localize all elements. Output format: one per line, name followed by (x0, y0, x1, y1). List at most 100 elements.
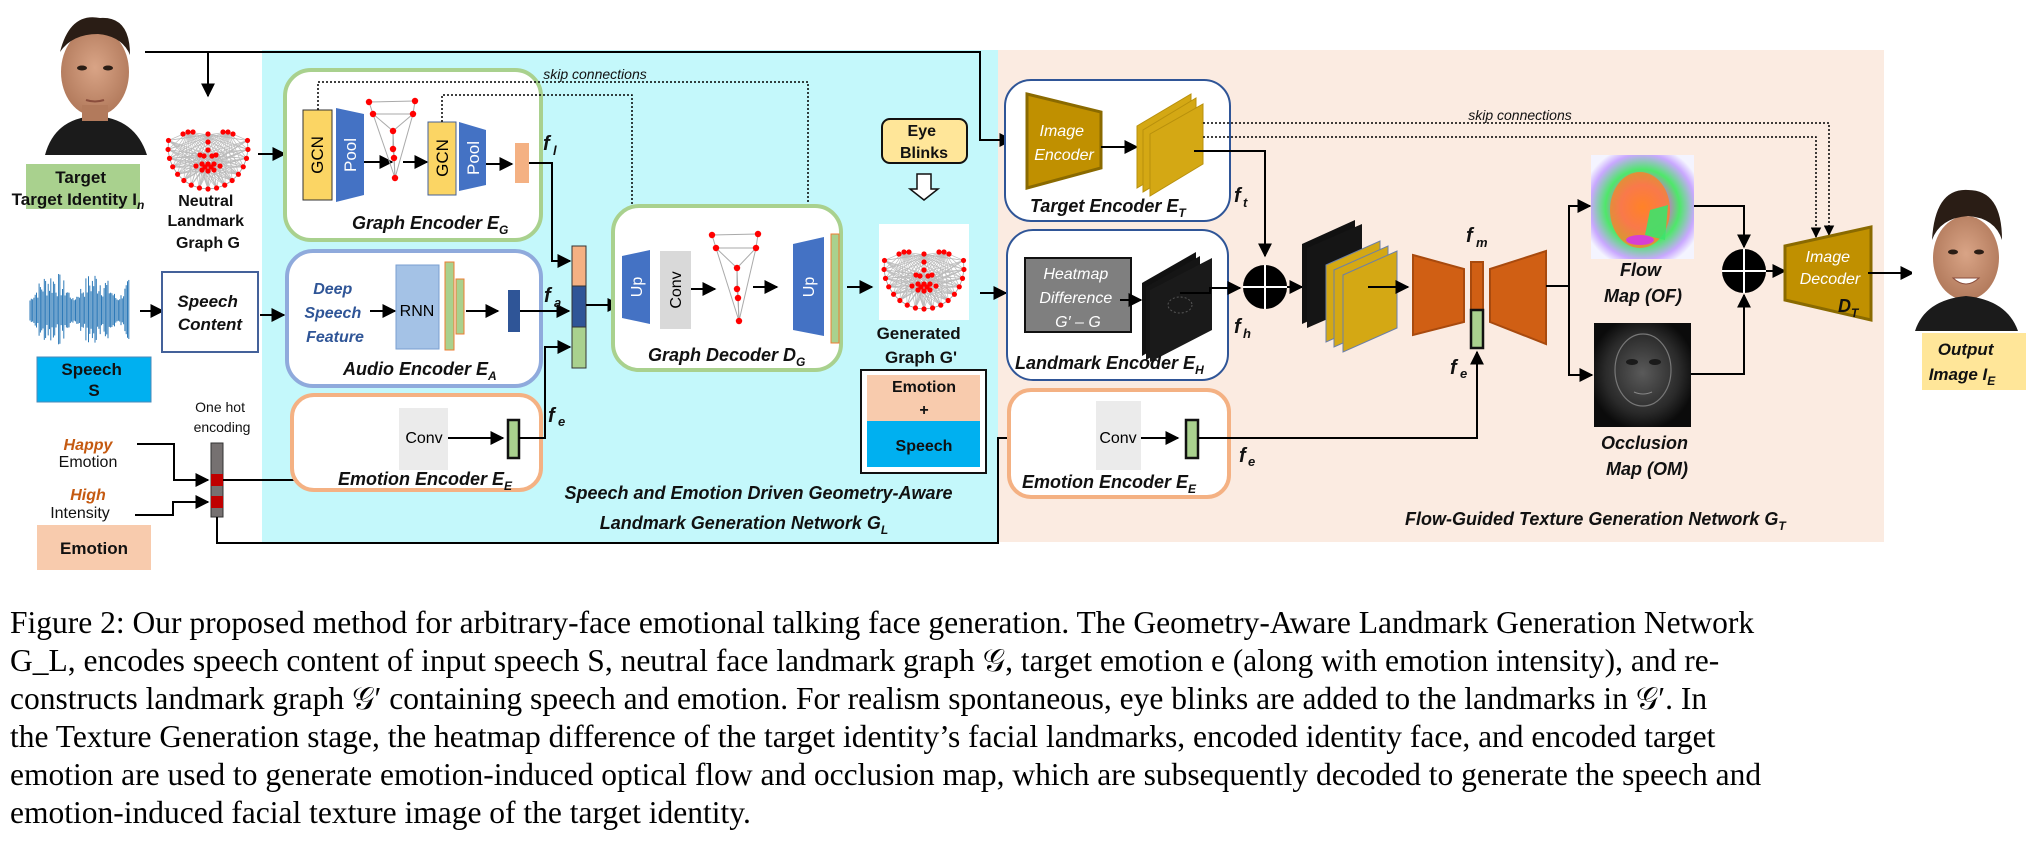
svg-text:f: f (1466, 225, 1475, 247)
svg-text:f: f (543, 133, 552, 155)
figure-caption: Figure 2: Our proposed method for arbitr… (10, 604, 2026, 832)
svg-text:DT: DT (1838, 296, 1860, 320)
svg-text:Conv: Conv (668, 271, 685, 308)
skip-connections-label-2: skip connections (1468, 107, 1572, 123)
decoder-output-layer (830, 233, 840, 344)
speech-waveform (29, 273, 130, 345)
svg-text:+: + (919, 402, 928, 419)
legend-emotion-swatch (867, 375, 980, 421)
caption-line: constructs landmark graph 𝒢′ containing … (10, 681, 1708, 716)
skip-connection-2 (441, 94, 638, 256)
conv-block-decoder (660, 251, 691, 329)
occlusion-map-image (1594, 323, 1691, 427)
output-label: Output Image IE (1929, 340, 1999, 388)
target-feature-maps (1136, 93, 1204, 197)
graph-encoder-title: Graph Encoder EG (352, 213, 508, 237)
deep-speech-feature: Deep Speech Feature (304, 281, 365, 346)
fl-feature (515, 143, 529, 183)
output-label-bg (1922, 333, 2026, 390)
one-hot-active-1 (211, 474, 223, 486)
caption-line: Figure 2: Our proposed method for arbitr… (10, 605, 1755, 640)
emotion-encoder-title-texture: Emotion Encoder EE (1022, 472, 1197, 496)
svg-text:e: e (1460, 366, 1467, 381)
combined-feature-maps (1302, 220, 1398, 353)
pool-block-2 (459, 122, 486, 191)
svg-text:a: a (554, 295, 561, 310)
speech-label: Speech S (61, 360, 126, 400)
caption-line: the Texture Generation stage, the heatma… (10, 719, 1716, 754)
happy-arrow (137, 443, 210, 487)
svg-text:f: f (544, 285, 553, 307)
eye-blinks-arrow (907, 173, 941, 201)
image-encoder-block (1025, 92, 1103, 190)
concat-node-2 (1722, 249, 1766, 293)
up-block-2 (793, 237, 824, 336)
flow-encoder-block (1412, 253, 1465, 337)
svg-text:Up: Up (801, 277, 818, 298)
svg-text:RNN: RNN (400, 303, 435, 320)
emotion-word: Emotion (59, 454, 118, 471)
svg-text:GCN: GCN (308, 136, 327, 174)
target-encoder-title: Target Encoder ET (1030, 196, 1187, 220)
emotion-encoder-title-landmark: Emotion Encoder EE (338, 469, 513, 493)
fe-feature-texture-encoder (1184, 418, 1200, 460)
skip-connection-4 (1203, 136, 1822, 239)
texture-network-title: Flow-Guided Texture Generation Network G… (1405, 509, 1787, 533)
svg-text:Emotion: Emotion (892, 379, 956, 396)
audio-encoder-title: Audio Encoder EA (342, 359, 497, 383)
speech-content-label: Speech Content (177, 292, 243, 334)
output-image-photo (1912, 189, 2020, 331)
svg-text:f: f (1450, 357, 1459, 379)
occlusion-map-label: Occlusion Map (OM) (1601, 433, 1693, 479)
conv-block-texture (1096, 401, 1141, 470)
target-identity-label: Target Target Identity In (12, 168, 145, 212)
intensity-word: Intensity (50, 505, 110, 522)
rnn-block (395, 264, 440, 350)
svg-text:m: m (1476, 235, 1488, 250)
pooled-graph-icon (365, 97, 419, 182)
flow-decoder-block (1489, 249, 1547, 346)
gcn-block-2 (427, 121, 457, 196)
flow-map-label: Flow Map (OF) (1604, 260, 1682, 306)
emotion-label: Emotion (60, 539, 128, 558)
conv-block-landmark (399, 408, 448, 470)
eye-blinks-label: Eye Blinks (900, 123, 948, 162)
svg-text:e: e (1248, 454, 1255, 469)
svg-text:f: f (548, 405, 557, 427)
svg-text:l: l (553, 143, 557, 158)
happy-label: Happy (64, 437, 114, 454)
flow-map-image (1591, 155, 1694, 259)
svg-text:Up: Up (629, 277, 646, 298)
graph-decoder-title: Graph Decoder DG (648, 345, 805, 369)
fc-layer-2 (455, 278, 465, 335)
caption-line: emotion are used to generate emotion-ind… (10, 757, 1762, 792)
target-identity-photo (40, 10, 150, 155)
svg-text:t: t (1243, 195, 1248, 210)
svg-text:GCN: GCN (433, 139, 452, 177)
svg-text:Pool: Pool (341, 138, 360, 172)
svg-text:Image Encoder: Image Encoder (1034, 123, 1094, 164)
identity-flow-line (145, 51, 1014, 147)
fa-feature (508, 290, 520, 332)
neutral-landmark-graph (163, 104, 253, 200)
svg-text:f: f (1234, 185, 1243, 207)
svg-text:f: f (1234, 316, 1243, 338)
svg-text:e: e (558, 414, 565, 429)
fm-feature (1470, 261, 1484, 311)
generated-landmark-graph (879, 224, 969, 320)
concatenated-feature-vector (571, 245, 587, 369)
intensity-arrow (135, 495, 210, 516)
pool-block-1 (336, 108, 364, 202)
up-block-1 (622, 250, 650, 324)
skip-connection-3 (1203, 122, 1835, 237)
svg-text:Pool: Pool (464, 141, 483, 175)
landmark-network-title: Speech and Emotion Driven Geometry-Aware… (564, 483, 957, 537)
svg-text:Heatmap Difference G′: Heatmap Difference G′ – G (1039, 266, 1116, 331)
landmark-encoder-title: Landmark Encoder EH (1015, 353, 1204, 377)
svg-text:f: f (1239, 445, 1248, 467)
neutral-graph-label: Neutral Landmark Graph G (168, 193, 249, 252)
svg-text:h: h (1243, 326, 1251, 341)
speech-content-box (161, 271, 259, 353)
target-identity-text: Target Identity I (12, 190, 137, 209)
concat-node-1 (1243, 265, 1287, 309)
